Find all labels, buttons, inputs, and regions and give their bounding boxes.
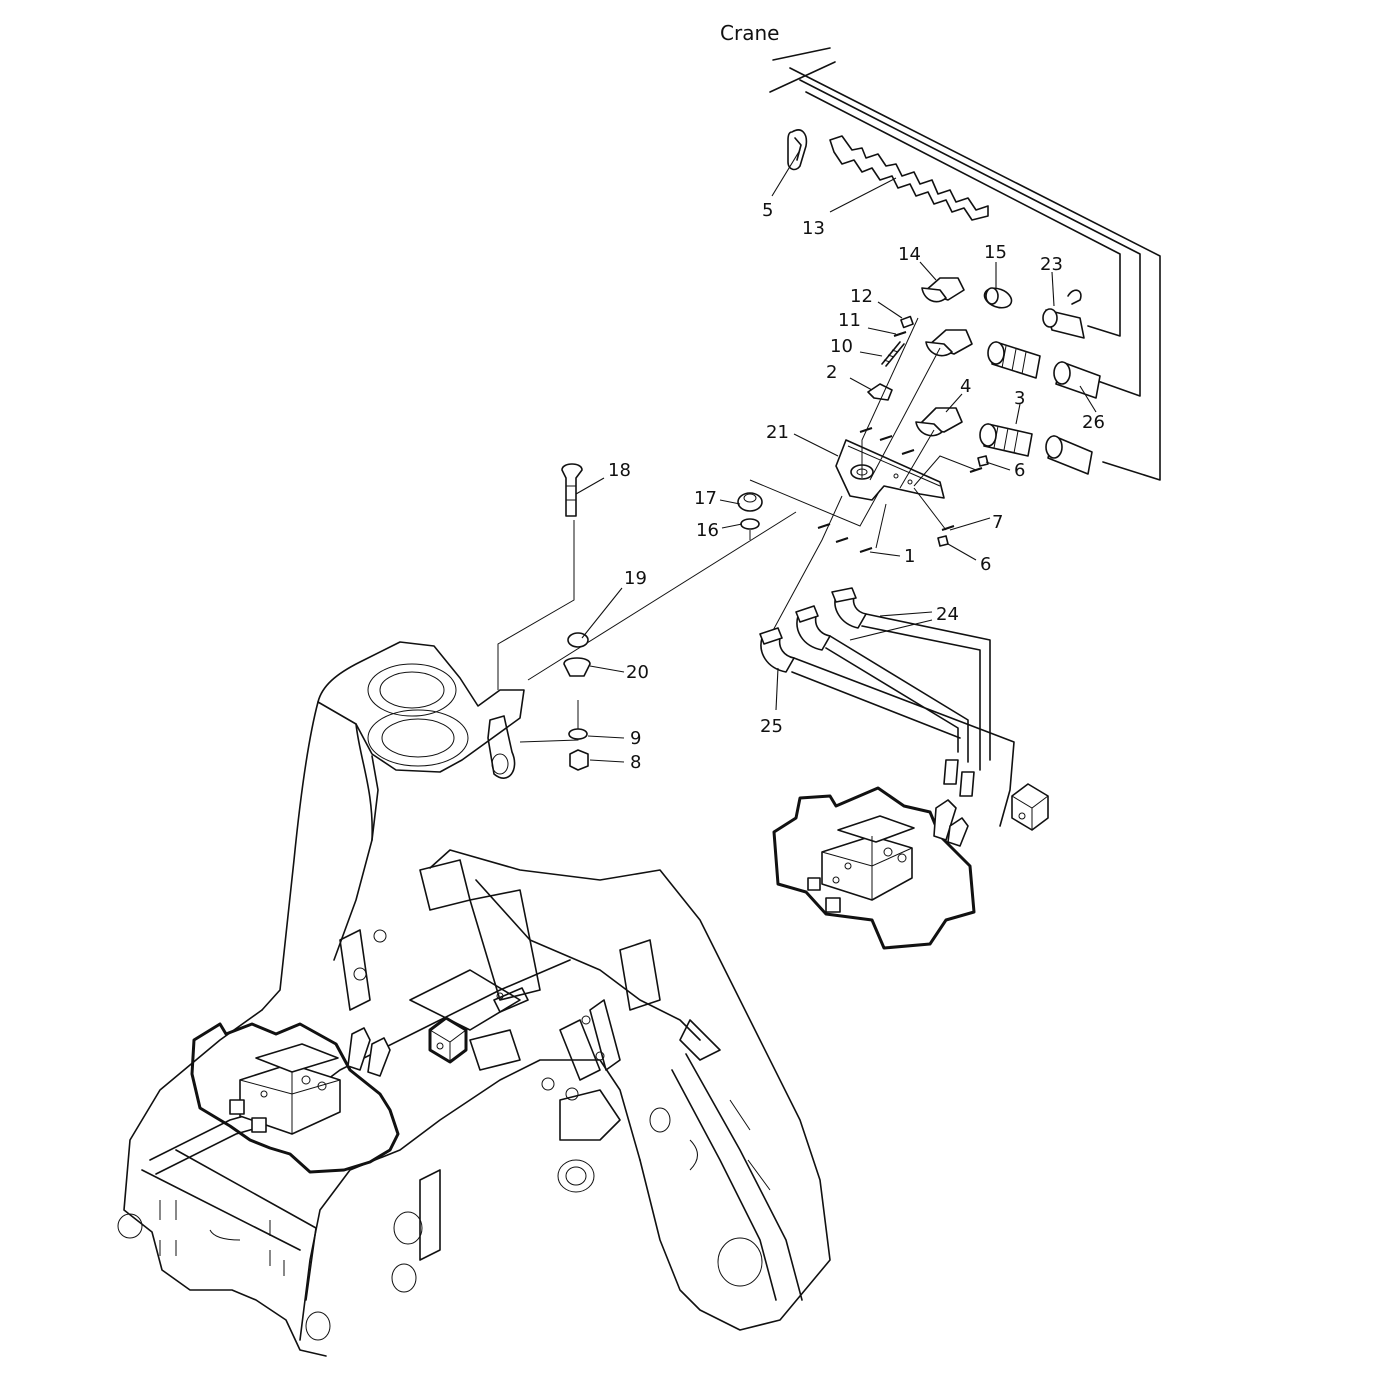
callout-13: 13 <box>802 218 825 239</box>
callout-2: 2 <box>826 362 837 383</box>
elbow-part-4-lower <box>915 407 963 437</box>
assembly-lines <box>497 317 977 743</box>
turret-plate <box>317 641 525 779</box>
callout-3: 3 <box>1014 388 1025 409</box>
callout-24: 24 <box>936 604 959 625</box>
oring-part-16 <box>740 518 760 530</box>
plug-part-17 <box>737 492 763 512</box>
bolt-parts-6-7 <box>937 455 989 547</box>
callout-14: 14 <box>898 244 921 265</box>
callout-12: 12 <box>850 286 873 307</box>
parts-bolts-left <box>561 463 591 771</box>
hose-holder-part-13 <box>829 135 989 221</box>
callout-17: 17 <box>694 488 717 509</box>
labels: Crane 5 13 14 15 23 12 11 10 2 4 3 26 21… <box>608 21 1105 773</box>
elbow-part-4-upper <box>925 329 973 357</box>
clip-part-5 <box>787 129 808 171</box>
fitting-part-23 <box>1042 289 1085 339</box>
elbow-part-14 <box>921 277 965 303</box>
callout-20: 20 <box>626 662 649 683</box>
callout-6-lower: 6 <box>980 554 991 575</box>
callout-26: 26 <box>1082 412 1105 433</box>
hose-end-part-26-upper <box>1053 361 1101 399</box>
valve-block-left <box>190 1022 400 1174</box>
callout-21: 21 <box>766 422 789 443</box>
callout-25: 25 <box>760 716 783 737</box>
callout-leaders <box>575 149 1097 763</box>
hose-elbows-parts-24-25 <box>759 587 1015 827</box>
crane-title: Crane <box>720 21 779 45</box>
callout-18: 18 <box>608 460 631 481</box>
small-parts-stack <box>867 315 914 401</box>
callout-10: 10 <box>830 336 853 357</box>
coupling-part-3-lower <box>979 423 1033 457</box>
sensor-box-right <box>1011 783 1049 831</box>
sensor-box-left <box>428 1016 468 1064</box>
coupling-part-3-upper <box>987 341 1041 379</box>
callout-1: 1 <box>904 546 915 567</box>
callout-9: 9 <box>630 728 641 749</box>
hose-end-part-26-lower <box>1045 435 1093 475</box>
callout-16: 16 <box>696 520 719 541</box>
callout-5: 5 <box>762 200 773 221</box>
crane-hose-lines <box>769 47 1161 481</box>
callout-15: 15 <box>984 242 1007 263</box>
callout-4: 4 <box>960 376 971 397</box>
machine-frame <box>117 701 831 1357</box>
valve-block-right <box>772 759 976 950</box>
callout-7: 7 <box>992 512 1003 533</box>
callout-23: 23 <box>1040 254 1063 275</box>
callout-11: 11 <box>838 310 861 331</box>
callout-19: 19 <box>624 568 647 589</box>
callout-6-upper: 6 <box>1014 460 1025 481</box>
callout-8: 8 <box>630 752 641 773</box>
nut-part-15 <box>983 287 1013 309</box>
